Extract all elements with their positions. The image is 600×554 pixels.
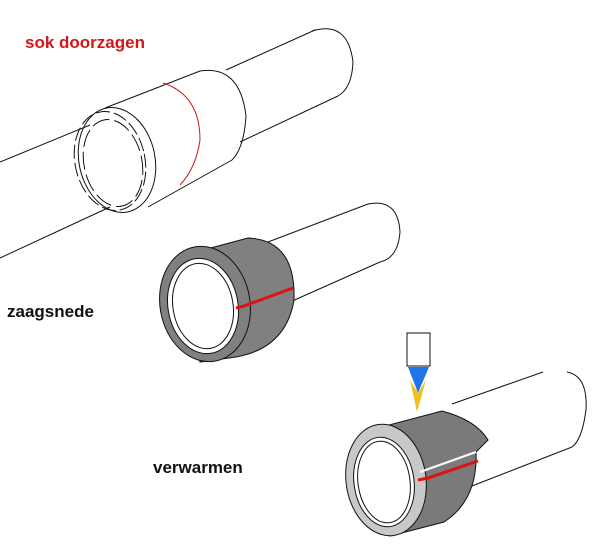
step2-label: zaagsnede (7, 302, 94, 321)
step3-label: verwarmen (153, 458, 243, 477)
step2-illustration (159, 202, 401, 363)
step3-illustration (345, 371, 587, 537)
step1-illustration (0, 28, 354, 259)
torch-icon (406, 332, 431, 412)
step1-label: sok doorzagen (25, 33, 145, 52)
